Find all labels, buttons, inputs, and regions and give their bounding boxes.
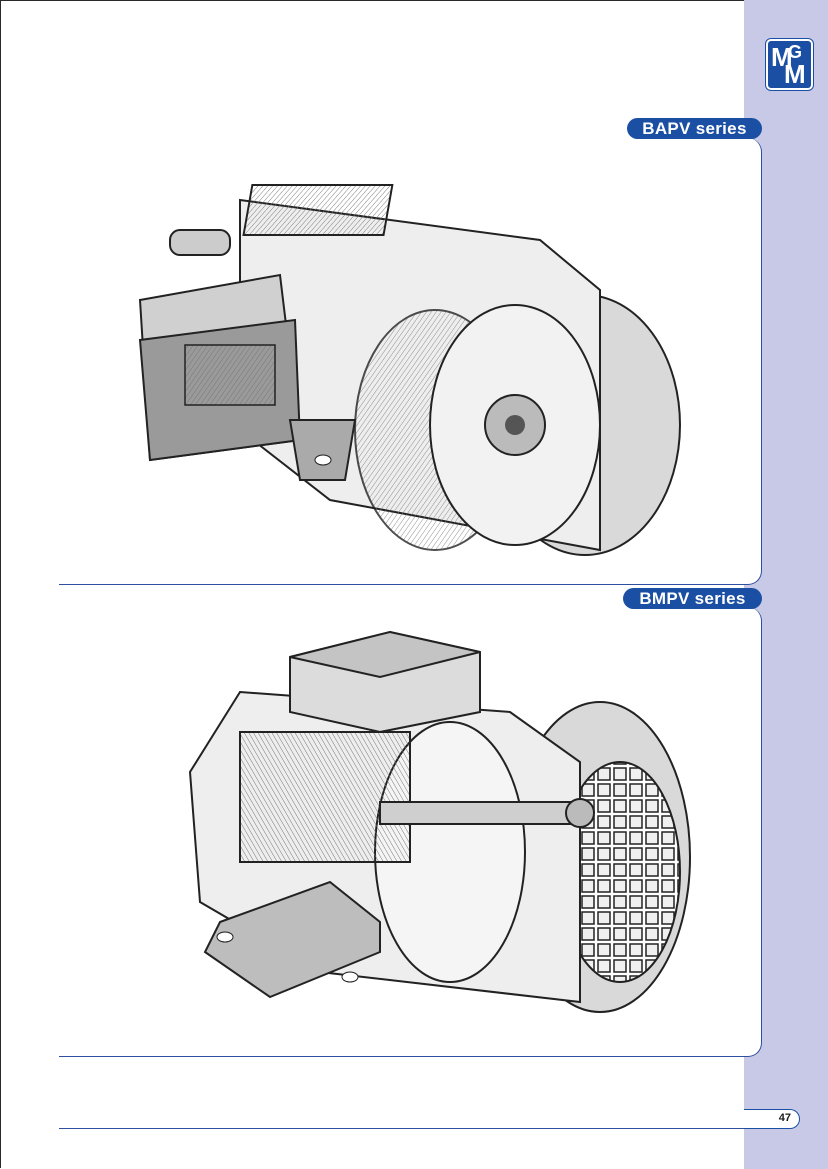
logo-letter-2: G	[788, 42, 803, 62]
page-number: 47	[778, 1112, 791, 1124]
section-1-title: BAPV series	[627, 118, 762, 139]
page-number-tab: 47	[744, 1109, 800, 1129]
section-2-title: BMPV series	[623, 588, 762, 609]
logo-letter-3: M	[784, 59, 806, 89]
footer-rule	[59, 1128, 745, 1129]
motor-cutaway-with-terminal-box-icon	[138, 184, 681, 556]
motor-cutaway-with-fan-cover-icon	[188, 630, 691, 1013]
brand-logo: M G M	[766, 39, 813, 90]
logo-letter-1: M	[771, 42, 793, 72]
